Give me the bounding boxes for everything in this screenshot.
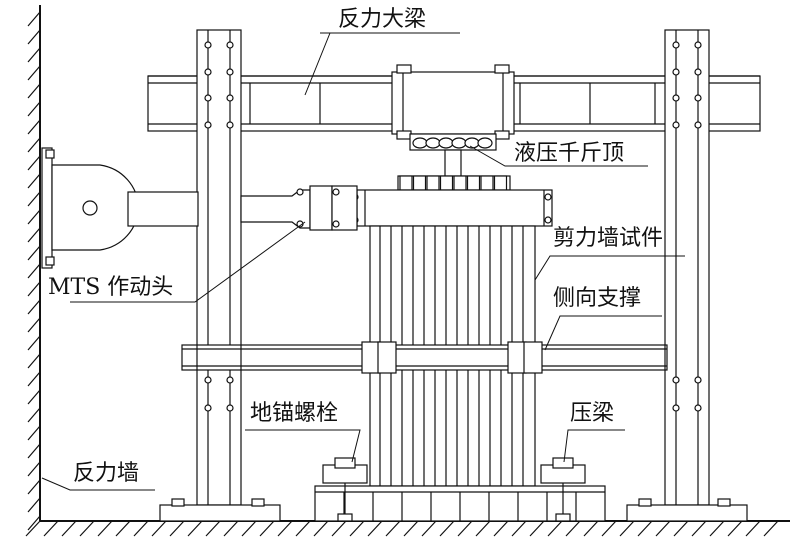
label-pressure-beam: 压梁 (563, 401, 625, 463)
label-ground-anchor: 地锚螺栓 (245, 401, 361, 463)
reaction-beam-label: 反力大梁 (338, 7, 426, 32)
label-reaction-beam: 反力大梁 (304, 7, 460, 96)
left-frame-column (159, 29, 281, 522)
actuator-cylinder (127, 191, 199, 227)
right-frame-column (626, 29, 748, 522)
pressure-beam-label: 压梁 (570, 401, 614, 426)
hydraulic-jack-label: 液压千斤顶 (514, 141, 624, 166)
column-overlay (196, 345, 666, 370)
ground-anchor-label: 地锚螺栓 (250, 401, 338, 426)
hydraulic-jack (397, 133, 511, 191)
label-shear-wall: 剪力墙试件 (534, 226, 685, 281)
lateral-support-beam (181, 341, 668, 374)
ground-floor (25, 520, 790, 537)
shear-wall-label: 剪力墙试件 (553, 226, 663, 251)
right-column-base-plate (626, 504, 748, 522)
loading-beam (351, 189, 553, 227)
lateral-support-label: 侧向支撑 (553, 286, 641, 311)
reaction-wall-hatching (27, 11, 41, 531)
reaction-wall-label: 反力墙 (73, 461, 139, 486)
ground-anchor-bolt-left (322, 457, 368, 522)
base-plate-bolts (171, 498, 731, 507)
label-mts-actuator: MTS 作动头 (48, 221, 306, 303)
jack-mount-bracket (391, 64, 515, 140)
actuator-head-flange (309, 185, 333, 231)
ground-hatching (25, 520, 779, 537)
ground-anchor-bolt-right (540, 457, 586, 522)
mts-actuator (41, 147, 358, 269)
label-lateral-support: 侧向支撑 (544, 286, 662, 351)
left-column-base-plate (159, 504, 281, 522)
right-column-bolts (672, 41, 702, 412)
reaction-wall (27, 5, 41, 531)
actuator-wall-plate (41, 147, 53, 269)
left-column-bolts (204, 41, 234, 412)
label-reaction-wall: 反力墙 (41, 461, 155, 491)
mts-actuator-label: MTS 作动头 (48, 275, 173, 300)
label-hydraulic-jack: 液压千斤顶 (469, 141, 648, 167)
